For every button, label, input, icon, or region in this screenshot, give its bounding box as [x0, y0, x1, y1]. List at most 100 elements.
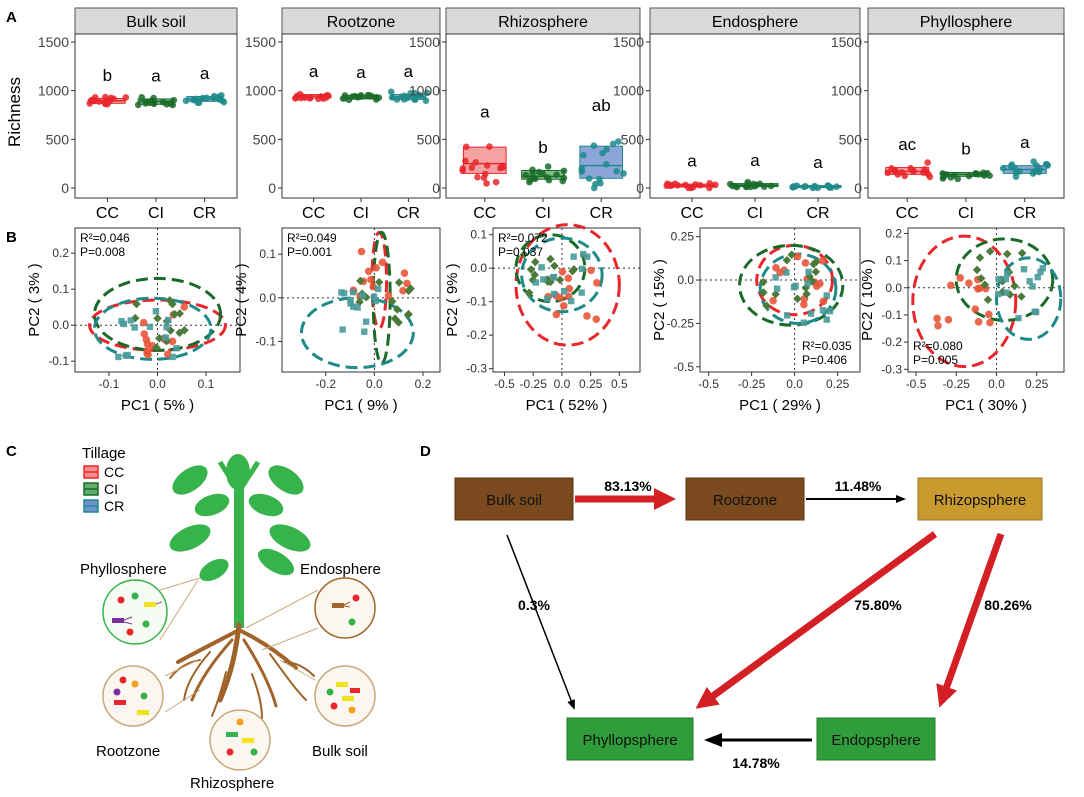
point-ci	[394, 318, 403, 327]
label-phyllosphere: Phyllosphere	[80, 561, 167, 578]
point-cr	[1037, 268, 1044, 276]
point-ci	[155, 334, 164, 343]
y-tick-label: 0.0	[259, 291, 276, 305]
data-point	[800, 183, 808, 191]
group-ellipse	[520, 236, 604, 314]
point-cr	[540, 276, 547, 283]
point-cr	[339, 326, 346, 333]
panel-label-a: A	[6, 9, 17, 26]
point-ci	[550, 261, 559, 271]
point-cc	[378, 258, 387, 267]
stat-p: P=0.037	[498, 245, 543, 259]
x-tick-label: CI	[535, 205, 551, 222]
point-cc	[933, 314, 941, 323]
data-point	[297, 94, 305, 102]
data-point	[560, 167, 568, 175]
x-tick-label: 0.0	[786, 377, 803, 391]
point-cr	[995, 275, 1002, 283]
edge-rhizo-to-endo	[936, 532, 1005, 708]
y-tick-label: 1500	[409, 34, 440, 50]
y-tick-label: 0.25	[671, 230, 695, 244]
data-point	[411, 89, 418, 97]
data-point	[422, 97, 430, 105]
point-cr	[169, 353, 176, 361]
microbe-circle-rhizosphere	[209, 709, 271, 771]
data-point	[920, 169, 927, 176]
y-axis-label: PC2 ( 15% )	[651, 259, 668, 341]
point-ci	[526, 265, 536, 274]
node-label-endopsphere: Endopsphere	[831, 732, 920, 749]
data-point	[760, 183, 768, 191]
data-point	[400, 96, 408, 103]
data-point	[468, 164, 476, 171]
y-tick-label: 0.0	[52, 318, 69, 332]
point-cc	[819, 297, 828, 306]
point-cr	[124, 351, 131, 359]
stat-r2: R²=0.072	[498, 231, 548, 245]
data-point	[462, 143, 470, 151]
data-point	[620, 170, 627, 177]
facet-strip	[74, 7, 238, 35]
data-point	[531, 175, 539, 182]
point-ci	[404, 309, 413, 319]
data-point	[603, 146, 610, 153]
point-cr	[115, 353, 122, 361]
legend-label-cc: CC	[104, 464, 124, 480]
data-point	[526, 178, 533, 186]
legend-item-cr: CR	[83, 498, 124, 514]
point-cr	[127, 317, 134, 324]
node-rootzone: Rootzone	[685, 477, 805, 521]
node-phyllopsphere: Phyllopsphere	[566, 717, 694, 761]
x-tick-label: 0.25	[826, 377, 850, 391]
label-endosphere: Endosphere	[300, 561, 381, 578]
x-tick-label: CI	[958, 205, 974, 222]
point-cc	[944, 315, 953, 324]
point-cr	[349, 288, 357, 296]
node-bulk-soil: Bulk soil	[454, 477, 574, 521]
point-cr	[354, 304, 361, 311]
y-tick-label: -0.1	[881, 308, 902, 322]
point-cc	[143, 340, 152, 348]
y-tick-label: 1000	[245, 83, 276, 99]
stat-p: P=0.001	[287, 245, 332, 259]
point-cc	[400, 269, 409, 277]
point-cr	[570, 253, 577, 260]
y-tick-label: -0.1	[466, 295, 487, 309]
y-tick-label: 0.0	[470, 261, 487, 275]
x-tick-label: CC	[680, 205, 703, 222]
x-tick-label: -0.5	[698, 377, 719, 391]
point-cr	[995, 290, 1002, 298]
point-cc	[384, 291, 393, 300]
point-ci	[980, 280, 990, 290]
point-cc	[367, 275, 375, 284]
x-tick-label: CC	[896, 205, 919, 222]
x-tick-label: CR	[806, 205, 829, 222]
y-tick-label: 0	[854, 180, 862, 196]
data-point	[535, 168, 543, 176]
y-tick-label: 1000	[409, 83, 440, 99]
data-point	[580, 151, 587, 159]
significance-letter: ac	[898, 135, 916, 154]
point-cc	[357, 247, 366, 256]
point-cc	[403, 279, 411, 288]
x-tick-label: CR	[1013, 205, 1036, 222]
point-cr	[823, 316, 830, 323]
point-cr	[173, 344, 180, 352]
data-point	[965, 172, 973, 180]
x-tick-label: CI	[148, 205, 164, 222]
data-point	[1012, 173, 1020, 180]
point-cr	[826, 307, 834, 315]
data-point	[585, 175, 593, 182]
x-tick-label: -0.1	[99, 377, 120, 391]
data-point	[474, 173, 481, 181]
edge-label-rootzone-rhizo: 11.48%	[835, 478, 882, 494]
label-rhizosphere: Rhizosphere	[190, 775, 274, 792]
point-cr	[361, 328, 368, 335]
point-cr	[146, 323, 154, 331]
point-cr	[532, 279, 540, 286]
data-point	[387, 88, 395, 96]
